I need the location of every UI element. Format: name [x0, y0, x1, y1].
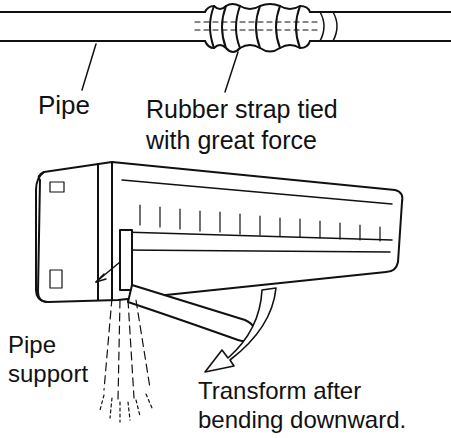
indoor-unit	[38, 162, 402, 302]
water-drip	[104, 298, 150, 400]
bend-arrow	[205, 288, 276, 372]
water-drip	[100, 394, 152, 422]
part-label: Pipe	[38, 90, 128, 122]
unit-detail	[50, 270, 62, 288]
pipe-outline	[0, 11, 451, 13]
unit-panel-line	[122, 232, 392, 252]
unit-top-edge	[122, 180, 392, 204]
rubber-strap	[210, 6, 300, 48]
pipe-wrap-line	[320, 12, 337, 41]
unit-end-cap	[36, 172, 46, 302]
leader-line	[96, 262, 120, 282]
leader-arrow	[96, 274, 106, 282]
bent-pipe	[128, 285, 255, 341]
leader-line	[82, 44, 96, 90]
louver	[140, 205, 380, 241]
pipe-outline	[0, 40, 451, 42]
leader-line	[225, 52, 238, 92]
part-label: Rubber strap tied with great force	[146, 94, 378, 155]
hidden-line	[195, 22, 320, 30]
unit-detail	[50, 182, 64, 192]
instruction-note: Transform after bending downward.	[198, 376, 448, 435]
part-label: Pipe support	[8, 330, 118, 389]
pipe-support	[120, 230, 132, 290]
